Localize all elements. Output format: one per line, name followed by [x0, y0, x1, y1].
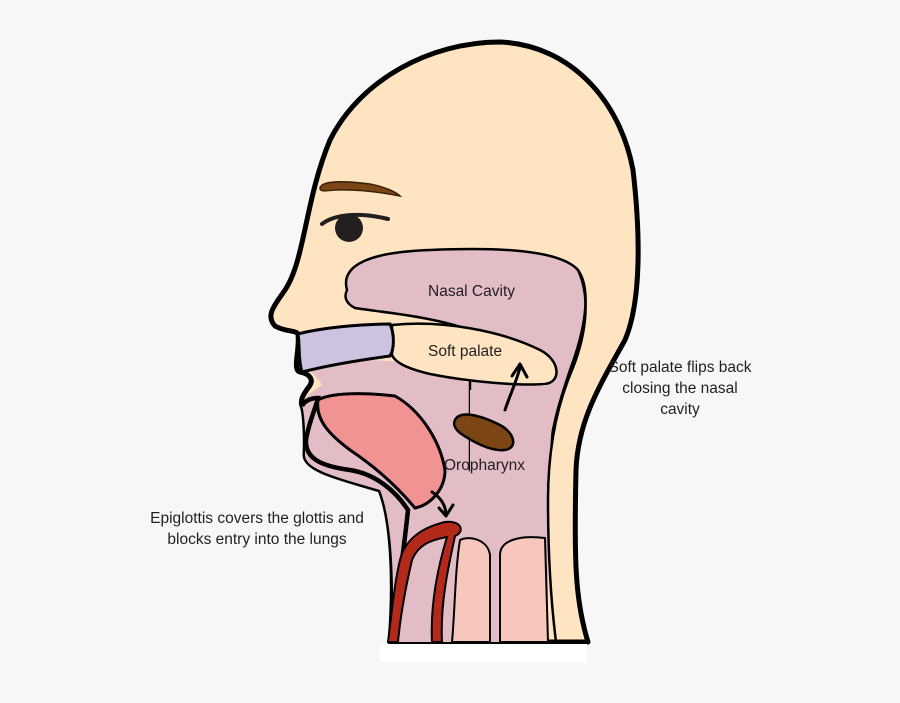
tonsil-blob — [452, 413, 515, 452]
esophagus — [499, 536, 550, 643]
eyebrow — [319, 181, 403, 198]
label-oropharynx: Oropharynx — [444, 457, 525, 474]
epiglottis-arrow — [430, 490, 455, 518]
soft-palate-note-line3: cavity — [660, 401, 700, 418]
epiglottis-note-line2: blocks entry into the lungs — [167, 531, 347, 548]
trachea-left — [450, 537, 491, 643]
soft-palate-note: Soft palate flips back closing the nasal… — [601, 357, 759, 420]
epiglottis — [386, 520, 462, 643]
label-soft-palate: Soft palate — [428, 343, 503, 360]
epiglottis-note: Epiglottis covers the glottis and blocks… — [138, 508, 376, 550]
soft-palate-note-line2: closing the nasal — [622, 380, 738, 397]
soft-palate-arrow — [503, 362, 529, 412]
lower-jaw — [299, 395, 411, 643]
pharynx-back-wall — [546, 269, 587, 643]
label-nasal-cavity: Nasal Cavity — [428, 283, 515, 300]
eye — [335, 214, 363, 242]
base-panel — [380, 644, 587, 662]
epiglottis-note-line1: Epiglottis covers the glottis and — [150, 510, 364, 527]
soft-palate-note-line1: Soft palate flips back — [608, 359, 752, 376]
upper-teeth — [296, 322, 395, 374]
